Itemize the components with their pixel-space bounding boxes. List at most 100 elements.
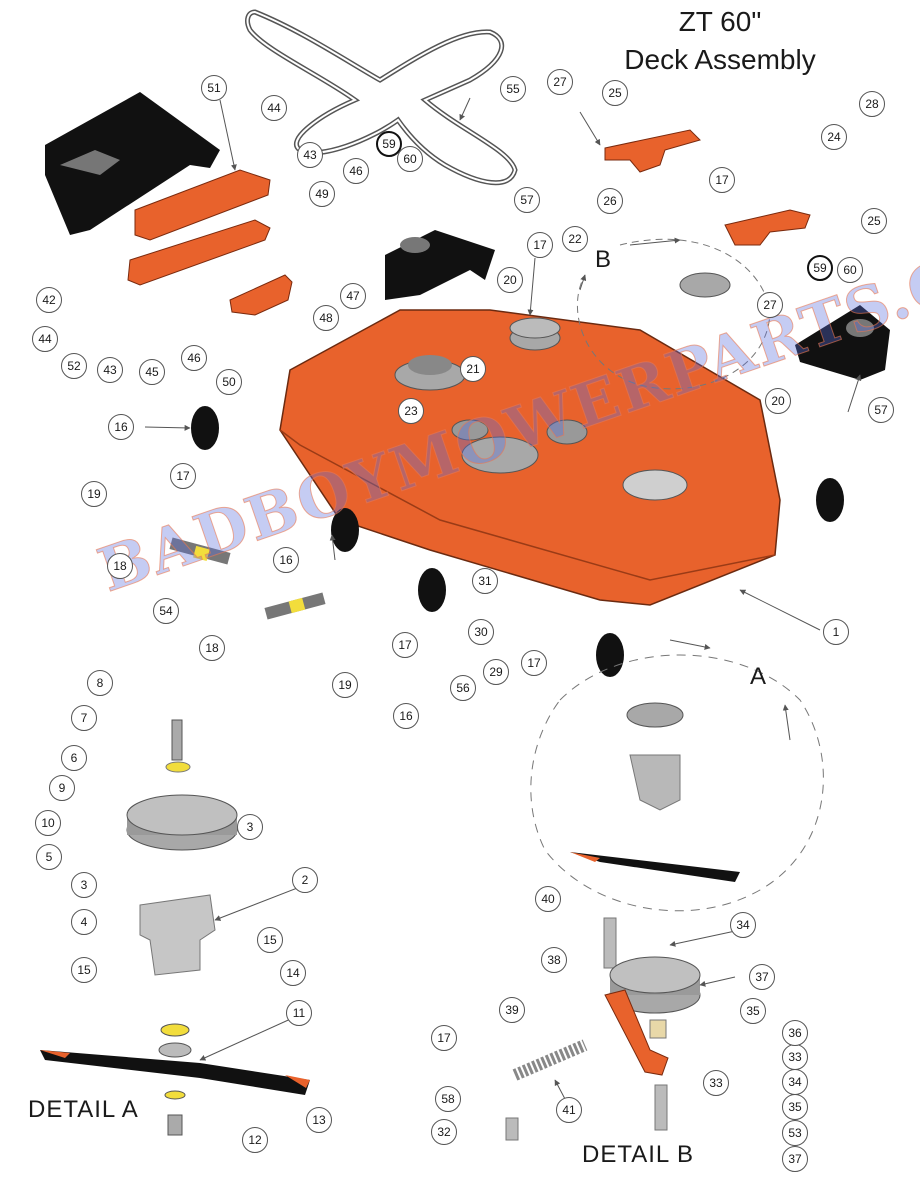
idler-arm-36: [604, 989, 669, 1076]
front-cover-black: [45, 92, 220, 235]
callout-number: 4: [80, 915, 88, 929]
callout-c18b: 18: [199, 635, 225, 661]
callout-c49: 49: [309, 181, 335, 207]
callout-c17a: 17: [170, 463, 196, 489]
callout-c19b: 19: [332, 672, 358, 698]
callout-c23: 23: [398, 398, 424, 424]
callout-number: 24: [827, 130, 841, 144]
wheel-16-mid: [331, 508, 359, 552]
callout-number: 52: [67, 359, 81, 373]
callout-number: 41: [562, 1103, 576, 1117]
callout-c19a: 19: [81, 481, 107, 507]
detail-b-pulley: [679, 272, 731, 298]
detail-a-label: DETAIL A: [28, 1096, 139, 1123]
callout-number: 17: [437, 1031, 451, 1045]
callout-number: 55: [506, 82, 520, 96]
callout-c15b: 15: [257, 927, 283, 953]
detail-a-outline: [530, 654, 824, 912]
belt-cover-left: [385, 230, 495, 300]
callout-number: 8: [96, 676, 104, 690]
callout-number: 51: [207, 81, 221, 95]
callout-number: 19: [338, 678, 352, 692]
callout-number: 38: [547, 953, 561, 967]
callout-c17f: 17: [431, 1025, 457, 1051]
diagram-title-line2: Deck Assembly: [624, 44, 816, 75]
deck-belt: [245, 9, 518, 186]
callout-number: 42: [42, 293, 56, 307]
callout-c9: 9: [49, 775, 75, 801]
spindle-housing-2: [139, 894, 216, 976]
callout-c57b: 57: [868, 397, 894, 423]
callout-number: 46: [187, 351, 201, 365]
callout-c1: 1: [823, 619, 849, 645]
callout-c45: 45: [139, 359, 165, 385]
callout-c17d: 17: [709, 167, 735, 193]
callout-number: 17: [398, 638, 412, 652]
callout-c57a: 57: [514, 187, 540, 213]
callout-number: 53: [788, 1126, 802, 1140]
callout-number: 30: [474, 625, 488, 639]
callout-number: 21: [466, 362, 480, 376]
callout-number: 23: [404, 404, 418, 418]
callout-c25a: 25: [602, 80, 628, 106]
callout-c56: 56: [450, 675, 476, 701]
callout-c4: 4: [71, 909, 97, 935]
callout-c3a: 3: [71, 872, 97, 898]
callout-c33a: 33: [703, 1070, 729, 1096]
callout-number: 28: [865, 97, 879, 111]
callout-c35b: 35: [782, 1094, 808, 1120]
callout-c3b: 3: [237, 814, 263, 840]
callout-number: 44: [38, 332, 52, 346]
callout-number: 45: [145, 365, 159, 379]
callout-number: 37: [755, 970, 769, 984]
callout-c38: 38: [541, 947, 567, 973]
spring-41: [512, 1039, 588, 1081]
callout-c44a: 44: [261, 95, 287, 121]
callout-c31: 31: [472, 568, 498, 594]
callout-number: 20: [503, 273, 517, 287]
callout-number: 20: [771, 394, 785, 408]
callout-c16c: 16: [393, 703, 419, 729]
callout-number: 37: [788, 1152, 802, 1166]
callout-c42: 42: [36, 287, 62, 313]
callout-c52: 52: [61, 353, 87, 379]
callout-number: 33: [709, 1076, 723, 1090]
callout-number: 34: [788, 1075, 802, 1089]
callout-number: 27: [763, 298, 777, 312]
detail-b-label: DETAIL B: [582, 1141, 695, 1168]
callout-number: 19: [87, 487, 101, 501]
callout-c20a: 20: [497, 267, 523, 293]
view-letter-a: A: [750, 663, 767, 690]
callout-number: 2: [301, 873, 309, 887]
callout-number: 33: [788, 1050, 802, 1064]
wheel-right: [816, 478, 844, 522]
callout-c39: 39: [499, 997, 525, 1023]
callout-c16b: 16: [273, 547, 299, 573]
callout-c43a: 43: [297, 142, 323, 168]
callout-c53: 53: [782, 1120, 808, 1146]
callout-number: 59: [813, 261, 827, 275]
callout-number: 56: [456, 681, 470, 695]
view-letter-b: B: [595, 246, 612, 273]
callout-c46a: 46: [343, 158, 369, 184]
callout-number: 34: [736, 918, 750, 932]
callout-number: 3: [80, 878, 88, 892]
callout-number: 60: [843, 263, 857, 277]
callout-number: 15: [77, 963, 91, 977]
callout-number: 46: [349, 164, 363, 178]
callout-number: 16: [399, 709, 413, 723]
callout-number: 17: [715, 173, 729, 187]
callout-c27b: 27: [757, 292, 783, 318]
callout-number: 1: [832, 625, 840, 639]
callout-number: 44: [267, 101, 281, 115]
callout-c47: 47: [340, 283, 366, 309]
callout-number: 17: [176, 469, 190, 483]
callout-c13: 13: [306, 1107, 332, 1133]
diagram-title-line1: ZT 60": [678, 6, 762, 37]
callout-number: 50: [222, 375, 236, 389]
callout-number: 5: [45, 850, 53, 864]
leader-lines: [144, 97, 862, 1119]
callout-number: 32: [437, 1125, 451, 1139]
callout-c46b: 46: [181, 345, 207, 371]
